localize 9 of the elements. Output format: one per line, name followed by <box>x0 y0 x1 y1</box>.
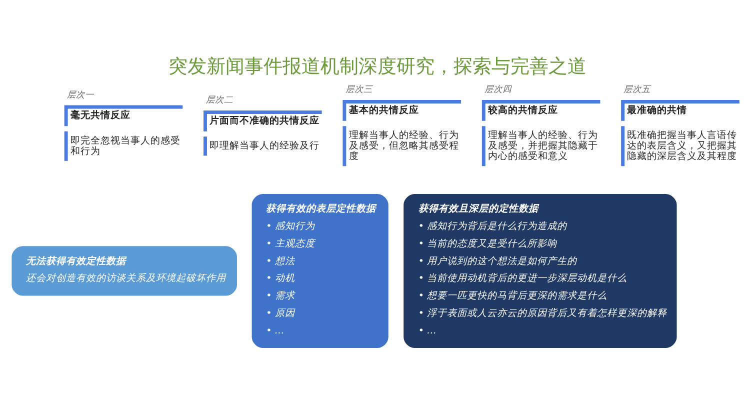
node-box: 获得有效的表层定性数据 • 感知行为 • 主观态度 • 想法 • 动机 • 需求 • 原因 • … <box>252 193 388 348</box>
node-text: 层次一 毫无共情反应 即完全忽视当事人的感受和行为 <box>66 90 180 156</box>
node-box: 无法获得有效定性数据 还会对创造有效的访谈关系及环境起破坏作用 <box>12 246 237 296</box>
node-text: 层次四 较高的共情反应 理解当事人的经验、行为及感受，并把握其隐藏于内心的感受和意义 <box>484 84 598 162</box>
node-text: 层次五 最准确的共情 既准确把握当事人言语传达的表层含义，又把握其隐藏的深层含义及其程度 <box>624 84 738 162</box>
node-text: 层次三 基本的共情反应 理解当事人的经验、行为及感受，但忽略其感受程度 <box>345 84 459 162</box>
node-text: 层次二 片面而不准确的共情反应 即理解当事人的经验及行 <box>206 95 320 152</box>
node-box: 获得有效且深层的定性数据 • 感知行为背后是什么行为造成的 • 当前的态度又是受什么所影响 • 用户说到的这个想法是如何产生的 • 当前使用动机背后的更进一步深层动机是什么 • 想要一匹更快的马背后更深的需求是什么 • 浮于表面或人云亦云的原因背后又有着怎样更深的解释 • … <box>404 193 677 348</box>
diagram-title: 突发新闻事件报道机制深度研究，探索与完善之道 <box>168 54 586 77</box>
